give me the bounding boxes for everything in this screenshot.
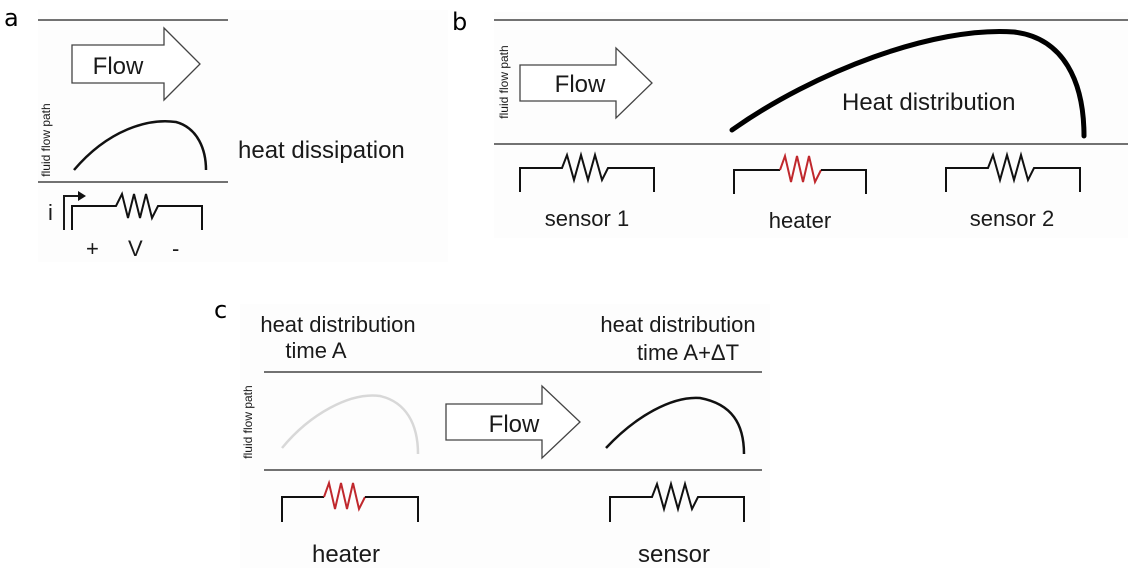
resistor-icon [71,191,203,230]
flow-label: Flow [555,71,606,98]
flow-label: Flow [93,53,144,80]
fluid-flow-path-label: fluid flow path [497,45,511,118]
flow-arrow-icon: Flow [519,46,653,120]
time-a-label-line1: heat distribution [260,312,415,337]
panel-c: heat distribution time A heat distributi… [240,304,770,568]
heat-dissipation-label: heat dissipation [238,137,405,164]
heater-resistor-icon [733,152,867,194]
sensor-label: sensor [638,541,710,568]
heat-distribution-time-a-curve [281,394,420,455]
sensor-2-label: sensor 2 [970,206,1054,231]
time-a-label-line2: time A [285,338,346,363]
current-label: i [48,200,53,225]
sensor-1-label: sensor 1 [545,206,629,231]
sensor-2-resistor-icon [945,151,1081,192]
sensor-resistor-icon [609,480,745,522]
voltage-plus-label: + [86,236,99,261]
voltage-minus-label: - [172,236,179,261]
sensor-1-resistor-icon [519,151,655,192]
panel-a: fluid flow path Flow heat dissipation i … [38,10,448,262]
flow-arrow-icon: Flow [445,384,581,460]
current-arrow-icon [63,191,86,230]
time-b-label-line1: heat distribution [600,312,755,337]
heat-distribution-label: Heat distribution [842,89,1015,116]
heater-resistor-icon [281,479,419,522]
panel-b: fluid flow path Flow Heat distribution s… [494,12,1128,238]
heat-dissipation-curve [73,120,208,171]
heater-label: heater [312,541,380,568]
panel-a-letter: a [4,4,19,32]
time-b-label-line2: time A+ΔT [637,340,739,365]
heat-distribution-curve [729,28,1087,139]
fluid-flow-path-label: fluid flow path [241,385,255,458]
panel-b-letter: b [452,8,467,36]
flow-label: Flow [489,411,540,438]
voltage-label: V [128,236,143,261]
heater-label: heater [769,208,831,233]
flow-arrow-icon: Flow [71,26,201,102]
heat-distribution-time-b-curve [605,396,746,455]
panel-c-letter: c [214,296,227,324]
fluid-flow-path-label: fluid flow path [39,103,53,176]
